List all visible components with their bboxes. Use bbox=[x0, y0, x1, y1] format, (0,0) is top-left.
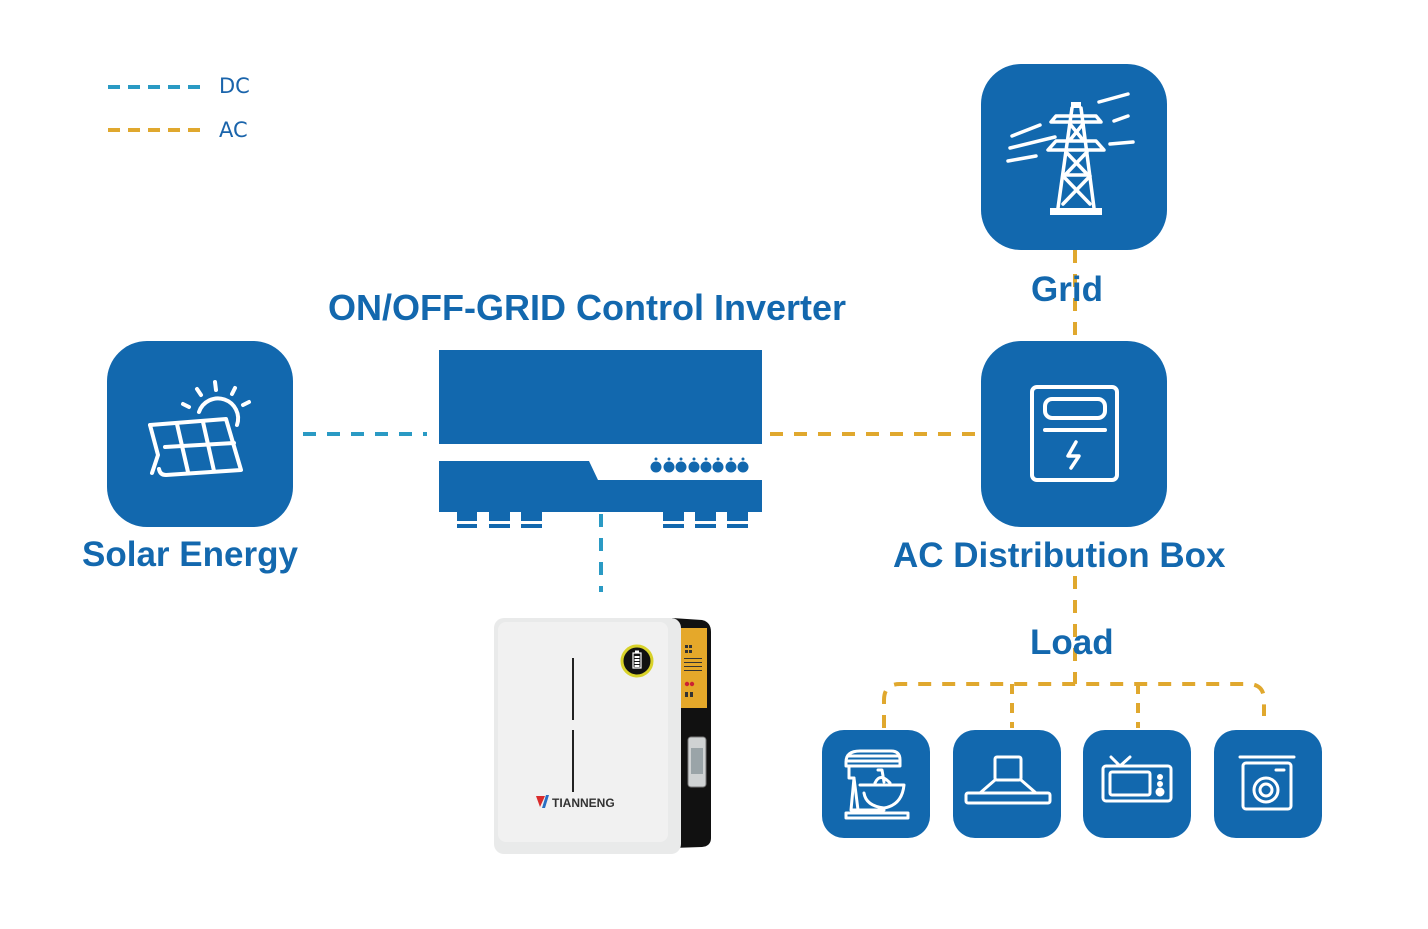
battery-node: TIANNENG bbox=[494, 618, 711, 854]
ac-line-load-bus bbox=[882, 682, 1266, 728]
load-washer bbox=[1214, 730, 1322, 838]
battery-warning-label-marks bbox=[684, 645, 702, 697]
power-tower-icon bbox=[1006, 92, 1135, 215]
inverter-label: ON/OFF-GRID Control Inverter bbox=[328, 287, 847, 328]
battery-breaker-window bbox=[691, 748, 703, 774]
battery-front-highlight bbox=[498, 622, 668, 842]
battery-warning-label bbox=[681, 628, 707, 708]
load-mixer bbox=[822, 730, 930, 838]
solar-label: Solar Energy bbox=[82, 535, 298, 574]
distribution-node bbox=[981, 341, 1167, 527]
load-tile-hood bbox=[953, 730, 1061, 838]
inverter-indicator-leds bbox=[650, 457, 749, 473]
distribution-label: AC Distribution Box bbox=[893, 536, 1226, 575]
solar-panel-sun-icon bbox=[148, 380, 251, 477]
washing-machine-icon bbox=[1238, 755, 1296, 811]
battery-level-display bbox=[620, 644, 654, 678]
inverter-bottom-panel bbox=[439, 461, 762, 512]
load-hood bbox=[953, 730, 1061, 838]
stand-mixer-icon bbox=[844, 749, 910, 820]
load-tv bbox=[1083, 730, 1191, 838]
inverter-top-panel bbox=[439, 350, 762, 444]
battery-brand-text: TIANNENG bbox=[552, 796, 615, 810]
legend-ac-label: AC bbox=[219, 118, 248, 142]
tv-icon bbox=[1101, 755, 1173, 803]
solar-tile bbox=[107, 341, 293, 527]
load-tile-tv bbox=[1083, 730, 1191, 838]
solar-node bbox=[107, 341, 293, 527]
legend-dc-label: DC bbox=[219, 74, 250, 98]
inverter-terminals bbox=[457, 512, 748, 528]
load-label: Load bbox=[1030, 623, 1114, 662]
distribution-tile bbox=[981, 341, 1167, 527]
grid-label: Grid bbox=[1031, 270, 1103, 309]
inverter-node bbox=[439, 350, 762, 528]
range-hood-icon bbox=[964, 755, 1052, 805]
grid-node bbox=[981, 64, 1167, 250]
grid-tile bbox=[981, 64, 1167, 250]
battery-brand-logo: TIANNENG bbox=[536, 795, 615, 810]
distribution-box-icon bbox=[1030, 385, 1119, 482]
